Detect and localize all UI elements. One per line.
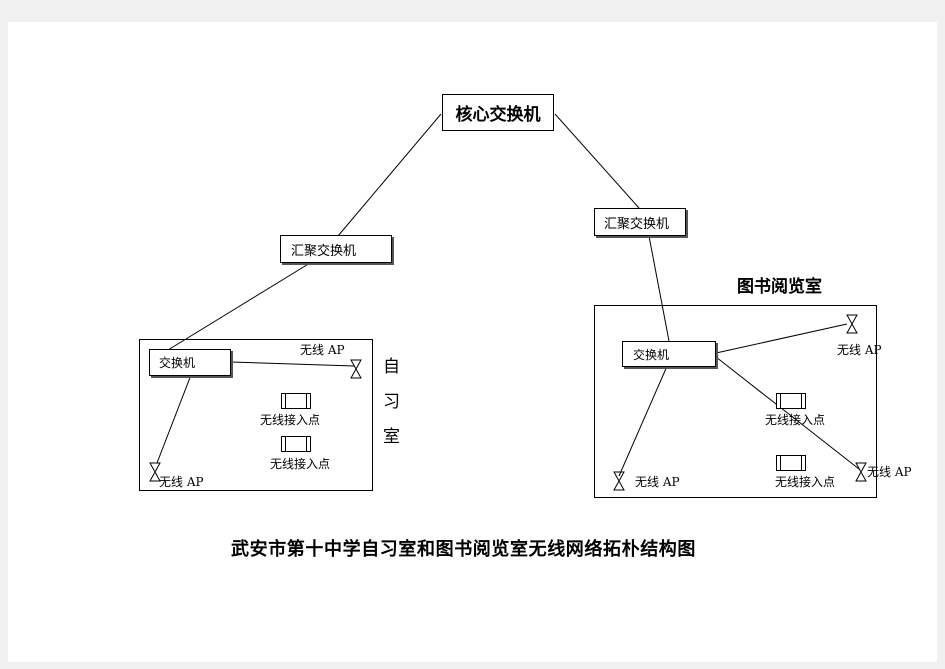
library-hotspot-1-label: 无线接入点 [765,413,826,427]
library-ap-top-label: 无线 AP [837,343,882,357]
core-switch: 核心交换机 [442,94,554,131]
link-agg-left-switch-left [167,262,311,351]
switch-right-label: 交换机 [633,347,670,362]
link-switch-right-ap-bottom-left [618,363,669,477]
study-ap-top-icon [350,359,362,379]
study-hotspot-1-label: 无线接入点 [260,413,321,427]
link-agg-right-switch-right [648,235,670,342]
aggregation-switch-right: 汇聚交换机 [594,208,686,236]
link-switch-right-ap-top [715,323,848,354]
library-room-boundary [594,305,877,498]
study-room-boundary [139,339,373,491]
study-hotspot-2-icon [281,436,311,452]
library-ap-bottom-right-icon [855,462,867,482]
aggregation-switch-right-label: 汇聚交换机 [604,216,670,232]
link-switch-right-ap-bottom-right [715,356,860,470]
library-hotspot-2-label: 无线接入点 [775,475,836,489]
switch-left-label: 交换机 [159,356,196,370]
aggregation-switch-left: 汇聚交换机 [280,235,392,263]
aggregation-switch-left-label: 汇聚交换机 [291,243,357,259]
library-ap-bottom-left-icon [613,471,625,491]
switch-left: 交换机 [149,349,231,376]
library-ap-top-icon [846,314,858,334]
library-ap-bottom-left-label: 无线 AP [635,475,680,489]
connection-lines [156,113,860,477]
core-switch-label: 核心交换机 [455,105,541,125]
document-page: 核心交换机 汇聚交换机 汇聚交换机 交换机 无线 AP 无线接入点 无线接入点 … [8,22,937,662]
study-ap-top-label: 无线 AP [300,343,345,357]
study-room-title-char-2: 习 [383,392,400,412]
library-ap-bottom-right-label: 无线 AP [867,465,912,479]
link-switch-left-ap-bottom [156,374,192,464]
study-ap-bottom-icon [149,462,161,482]
switch-right: 交换机 [622,341,716,367]
study-room-title-char-3: 室 [383,427,400,447]
library-room-title: 图书阅览室 [737,277,822,297]
diagram-caption: 武安市第十中学自习室和图书阅览室无线网络拓朴结构图 [231,539,696,560]
link-switch-left-ap-top [230,361,355,367]
link-core-agg-right [554,113,640,209]
study-room-title-char-1: 自 [383,357,400,377]
study-hotspot-2-label: 无线接入点 [270,457,331,471]
link-core-agg-left [337,113,442,237]
library-hotspot-2-icon [776,455,806,471]
study-hotspot-1-icon [281,393,311,409]
library-hotspot-1-icon [776,393,806,409]
study-ap-bottom-label: 无线 AP [159,475,204,489]
